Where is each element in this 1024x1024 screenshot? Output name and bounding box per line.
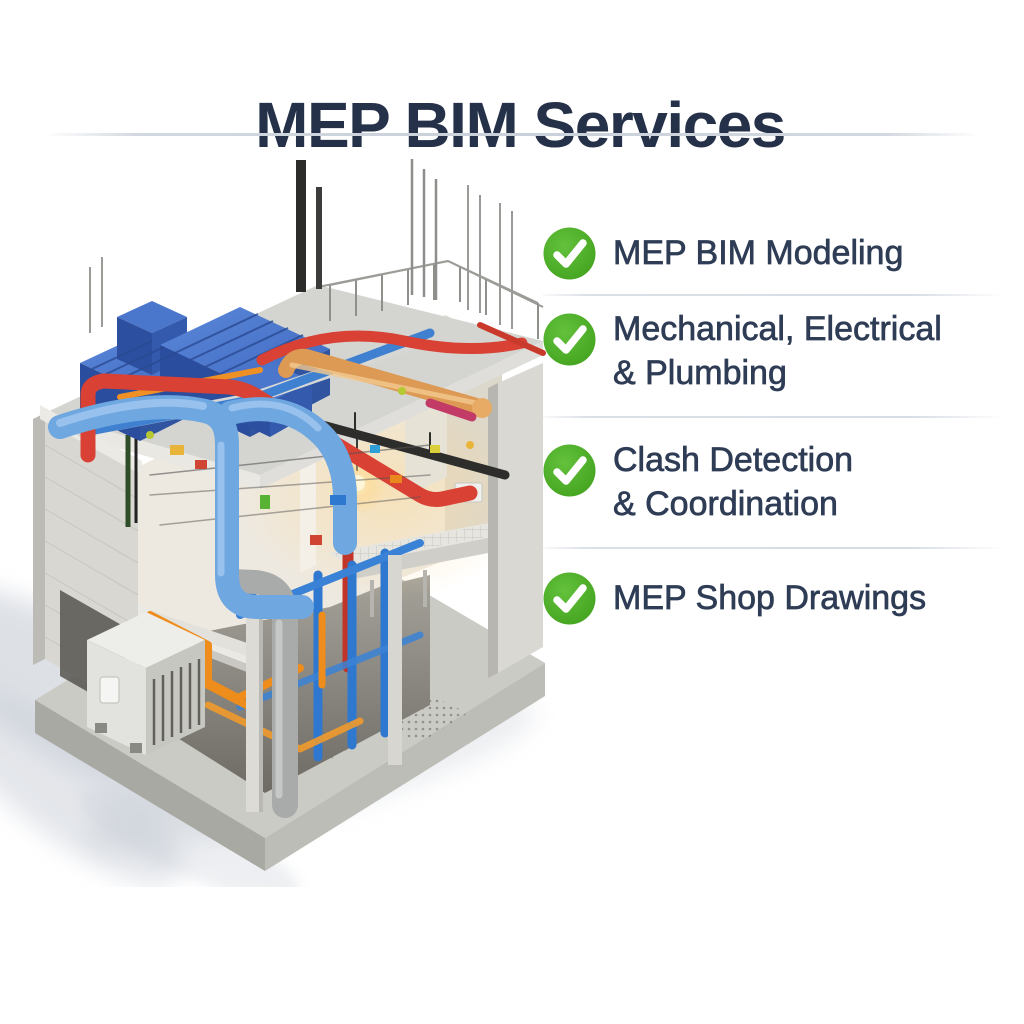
service-item: Mechanical, Electrical& Plumbing xyxy=(543,305,942,417)
service-item-label: Mechanical, Electrical& Plumbing xyxy=(613,310,942,393)
service-item-label: Clash Detection& Coordination xyxy=(613,441,854,524)
equipment-cabinet xyxy=(87,612,205,755)
item-divider xyxy=(543,547,1005,549)
check-circle-icon xyxy=(543,444,596,497)
service-item: MEP Shop Drawings xyxy=(543,558,926,638)
building-illustration xyxy=(0,159,546,887)
equipment-clutter xyxy=(146,387,474,545)
item-divider xyxy=(543,294,1005,296)
service-item: MEP BIM Modeling xyxy=(543,208,904,298)
service-item-label: MEP BIM Modeling xyxy=(613,233,904,273)
page-title: MEP BIM Services xyxy=(255,88,786,161)
roof-masts xyxy=(89,159,513,333)
front-pillars xyxy=(246,555,402,812)
check-circle-icon xyxy=(543,313,596,366)
right-pillar xyxy=(488,363,543,678)
item-divider xyxy=(543,416,1005,418)
service-item-label: MEP Shop Drawings xyxy=(613,578,927,618)
service-item: Clash Detection& Coordination xyxy=(543,432,853,548)
check-circle-icon xyxy=(543,572,596,624)
check-circle-icon xyxy=(543,227,596,279)
service-list: MEP BIM Modeling Mechanical, Electrical&… xyxy=(543,145,1015,705)
main-blue-duct xyxy=(48,395,357,619)
title-divider xyxy=(44,133,980,136)
